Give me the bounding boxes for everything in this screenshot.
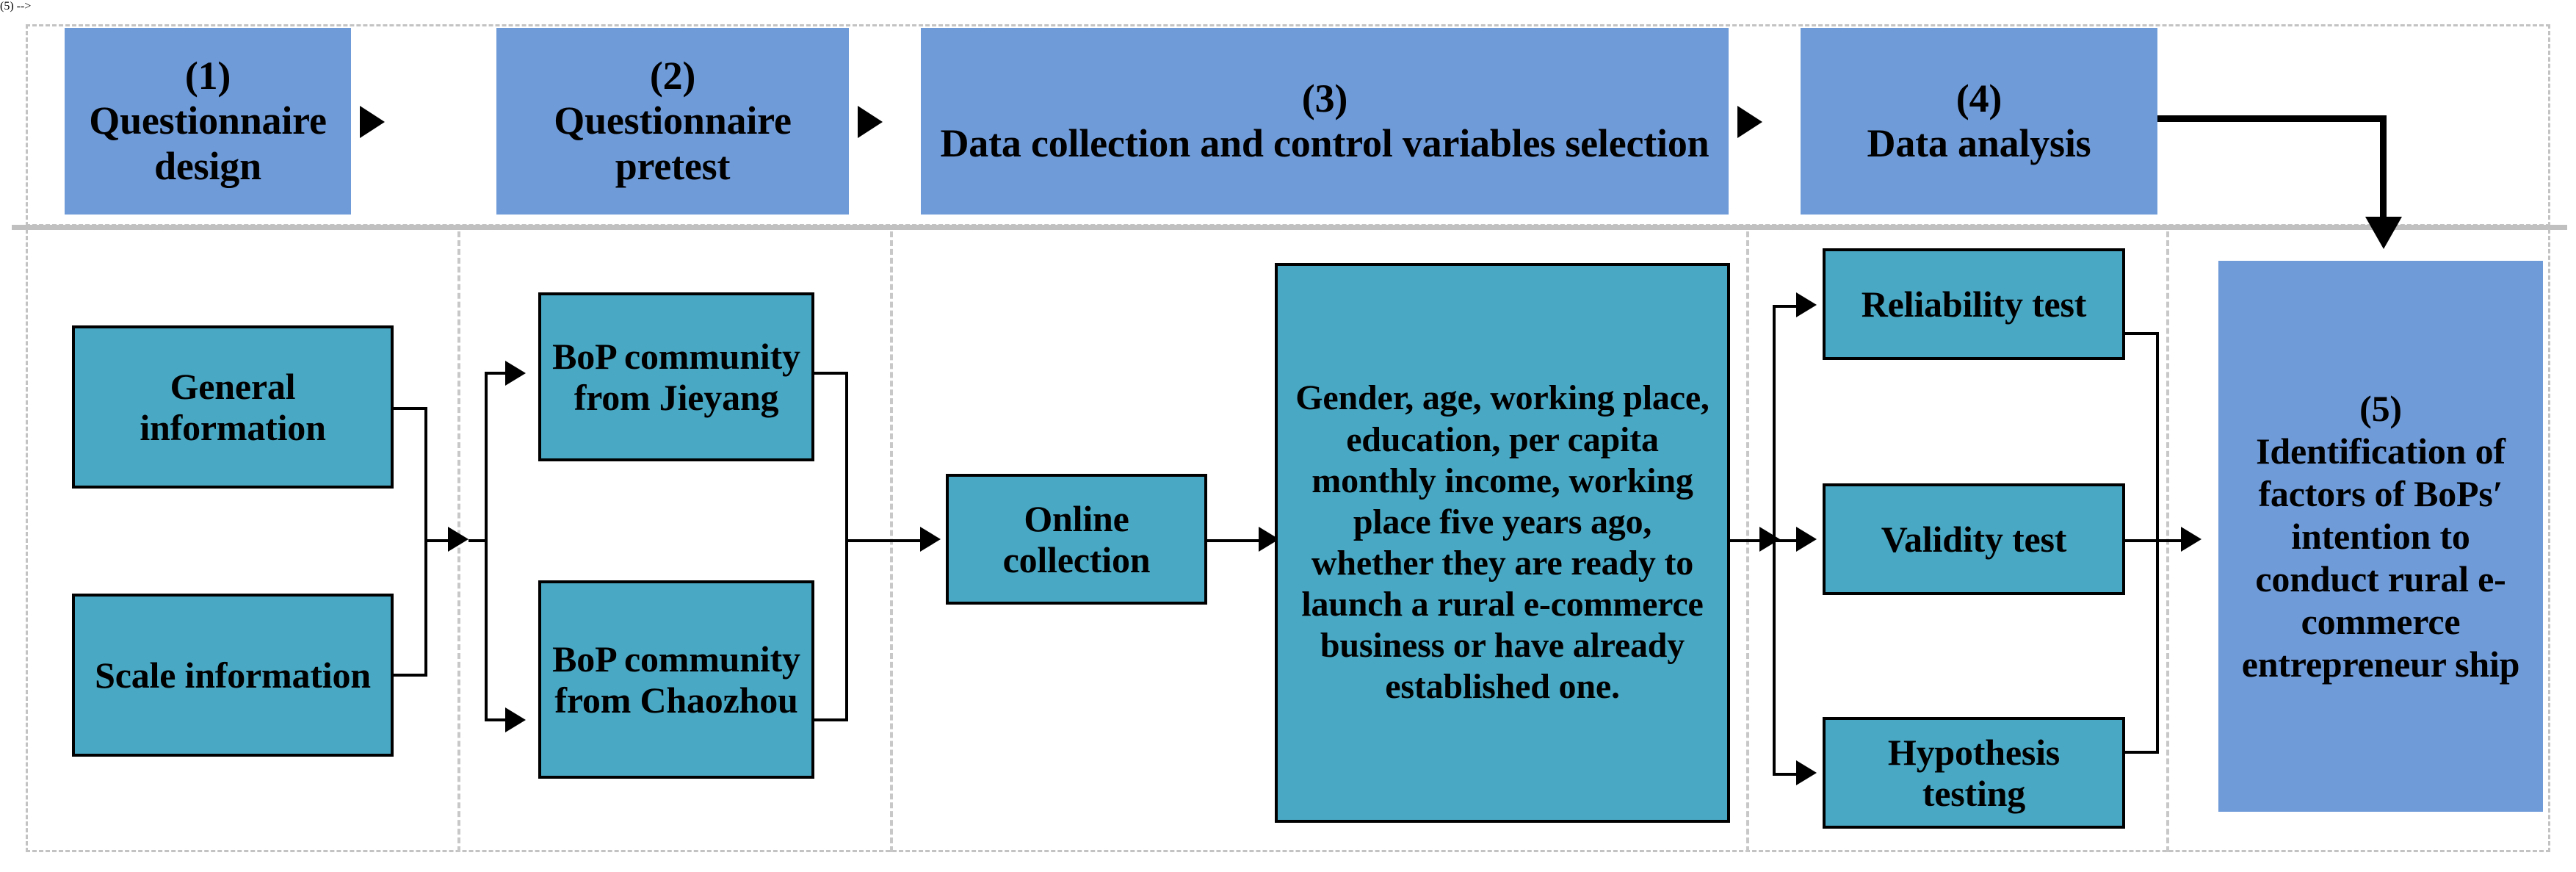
merge-line-col2-vertical <box>845 372 848 721</box>
process-box-1-number: (1) <box>184 54 231 98</box>
bottom-band-frame <box>26 229 2550 852</box>
detail-box-hypothesis-testing-label: Hypothesis testing <box>1887 731 2061 815</box>
connector-step4-horizontal <box>2157 115 2387 122</box>
arrow-step1-to-step2 <box>360 106 385 138</box>
detail-box-reliability-test[interactable]: Reliability test <box>1823 248 2125 360</box>
arrow-step2-to-step3 <box>858 106 883 138</box>
detail-box-online-collection-label: Online collection <box>1002 497 1151 581</box>
process-box-4[interactable]: (4) Data analysis <box>1801 28 2157 215</box>
process-box-2[interactable]: (2) Questionnaire pretest <box>496 28 849 215</box>
merge-line-chaozhou-out <box>814 718 848 721</box>
split-line-chaozhou-in <box>485 718 508 721</box>
arrow-col2-to-online <box>920 527 941 552</box>
merge-line-col2-stem <box>845 539 925 542</box>
detail-box-online-collection[interactable]: Online collection <box>946 474 1207 605</box>
detail-box-bop-chaozhou-label: BoP community from Chaozhou <box>552 638 800 721</box>
process-box-3-label: Data collection and control variables se… <box>940 121 1710 165</box>
arrow-to-jieyang <box>505 361 526 386</box>
split-line-col2-stem <box>468 539 486 542</box>
merge-line-scale-out <box>394 674 427 677</box>
process-box-2-label: Questionnaire pretest <box>554 98 792 188</box>
detail-box-control-variables[interactable]: Gender, age, working place, education, p… <box>1275 263 1730 823</box>
detail-box-general-information[interactable]: General information <box>72 325 394 489</box>
arrow-to-chaozhou <box>505 707 526 732</box>
process-box-3[interactable]: (3) Data collection and control variable… <box>921 28 1729 215</box>
detail-box-scale-information[interactable]: Scale information <box>72 594 394 757</box>
process-box-1-label: Questionnaire design <box>89 98 327 188</box>
split-line-jieyang-in <box>485 372 508 375</box>
process-box-2-number: (2) <box>649 54 696 98</box>
process-box-5-label: Identification of factors of BoPs′ inten… <box>2241 430 2520 685</box>
arrow-step4-to-step5 <box>2365 217 2402 249</box>
arrow-tests-to-final <box>2181 527 2201 552</box>
band-separator-line <box>12 225 2567 230</box>
process-box-5[interactable]: (5) Identification of factors of BoPs′ i… <box>2218 261 2543 812</box>
process-box-4-label: Data analysis <box>1867 121 2091 165</box>
process-box-1[interactable]: (1) Questionnaire design <box>65 28 351 215</box>
split-line-reliability-in <box>1773 305 1799 308</box>
detail-box-validity-test[interactable]: Validity test <box>1823 483 2125 595</box>
split-line-hypothesis-in <box>1773 773 1799 776</box>
process-box-5-number: (5) <box>2359 388 2402 429</box>
process-box-4-number: (4) <box>1955 76 2002 120</box>
merge-line-col1-stem <box>424 539 452 542</box>
detail-box-validity-test-label: Validity test <box>1881 518 2067 560</box>
merge-line-tests-stem <box>2125 539 2185 542</box>
detail-box-hypothesis-testing[interactable]: Hypothesis testing <box>1823 717 2125 829</box>
split-line-col2-vertical <box>485 372 488 721</box>
merge-line-hypothesis-out <box>2125 751 2159 754</box>
arrow-to-validity-test <box>1796 527 1817 552</box>
detail-box-reliability-test-label: Reliability test <box>1861 283 2087 325</box>
arrow-step3-to-step4 <box>1737 106 1762 138</box>
detail-box-bop-jieyang-label: BoP community from Jieyang <box>552 335 800 419</box>
arrow-to-hypothesis-testing <box>1796 760 1817 785</box>
merge-line-reliability-out <box>2125 332 2159 335</box>
arrow-col1-to-col2 <box>448 527 468 552</box>
process-box-3-number: (3) <box>1301 76 1348 120</box>
connector-variables-to-tests <box>1730 539 1768 542</box>
detail-box-general-information-label: General information <box>140 365 326 449</box>
connector-step4-vertical <box>2380 115 2387 223</box>
detail-box-bop-jieyang[interactable]: BoP community from Jieyang <box>538 292 814 461</box>
connector-online-to-variables <box>1207 539 1270 542</box>
detail-box-scale-information-label: Scale information <box>95 654 371 696</box>
detail-box-bop-chaozhou[interactable]: BoP community from Chaozhou <box>538 580 814 779</box>
merge-line-general-out <box>394 407 427 410</box>
detail-box-control-variables-label: Gender, age, working place, education, p… <box>1295 378 1710 707</box>
arrow-to-reliability-test <box>1796 292 1817 317</box>
merge-line-jieyang-out <box>814 372 848 375</box>
split-line-validity-in <box>1773 539 1799 542</box>
